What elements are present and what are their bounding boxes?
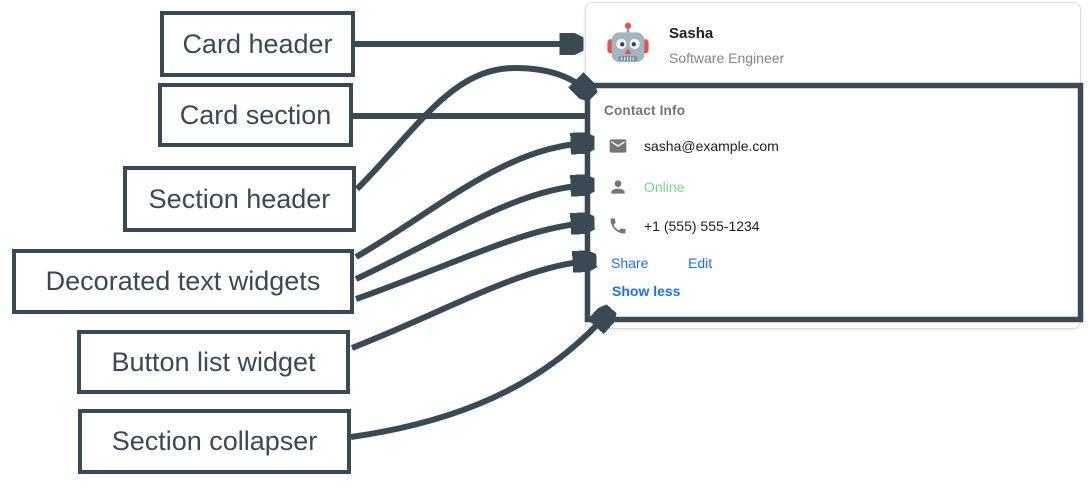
label-decorated-text-widgets: Decorated text widgets	[12, 249, 354, 314]
arrow-decorated-phone	[355, 223, 589, 302]
section-header-text: Contact Info	[604, 103, 686, 118]
decorated-text-status: Online	[608, 177, 684, 197]
arrow-section-collapser	[350, 313, 608, 440]
robot-avatar-icon	[607, 22, 649, 63]
decorated-text-email: sasha@example.com	[608, 136, 779, 156]
phone-text: +1 (555) 555-1234	[644, 218, 760, 234]
arrow-section-header	[354, 64, 589, 192]
card-title: Sasha	[669, 25, 714, 42]
card-subtitle: Software Engineer	[669, 50, 785, 66]
label-section-collapser: Section collapser	[78, 409, 351, 474]
label-card-section: Card section	[158, 83, 353, 147]
section-collapser-button[interactable]: Show less	[612, 283, 681, 299]
arrow-decorated-status	[354, 185, 589, 282]
arrow-decorated-email	[354, 143, 589, 260]
email-icon	[608, 136, 628, 156]
decorated-text-phone: +1 (555) 555-1234	[608, 216, 760, 236]
arrow-button-list	[350, 261, 591, 351]
edit-button[interactable]: Edit	[688, 255, 713, 271]
share-button[interactable]: Share	[611, 255, 649, 271]
phone-icon	[608, 216, 628, 236]
status-text: Online	[644, 179, 685, 195]
profile-card: Sasha Software Engineer Contact Info sas…	[585, 2, 1081, 329]
label-card-header: Card header	[160, 11, 355, 77]
label-button-list-widget: Button list widget	[77, 330, 350, 394]
person-icon	[608, 177, 628, 197]
email-text: sasha@example.com	[644, 138, 779, 154]
label-section-header: Section header	[123, 166, 356, 232]
